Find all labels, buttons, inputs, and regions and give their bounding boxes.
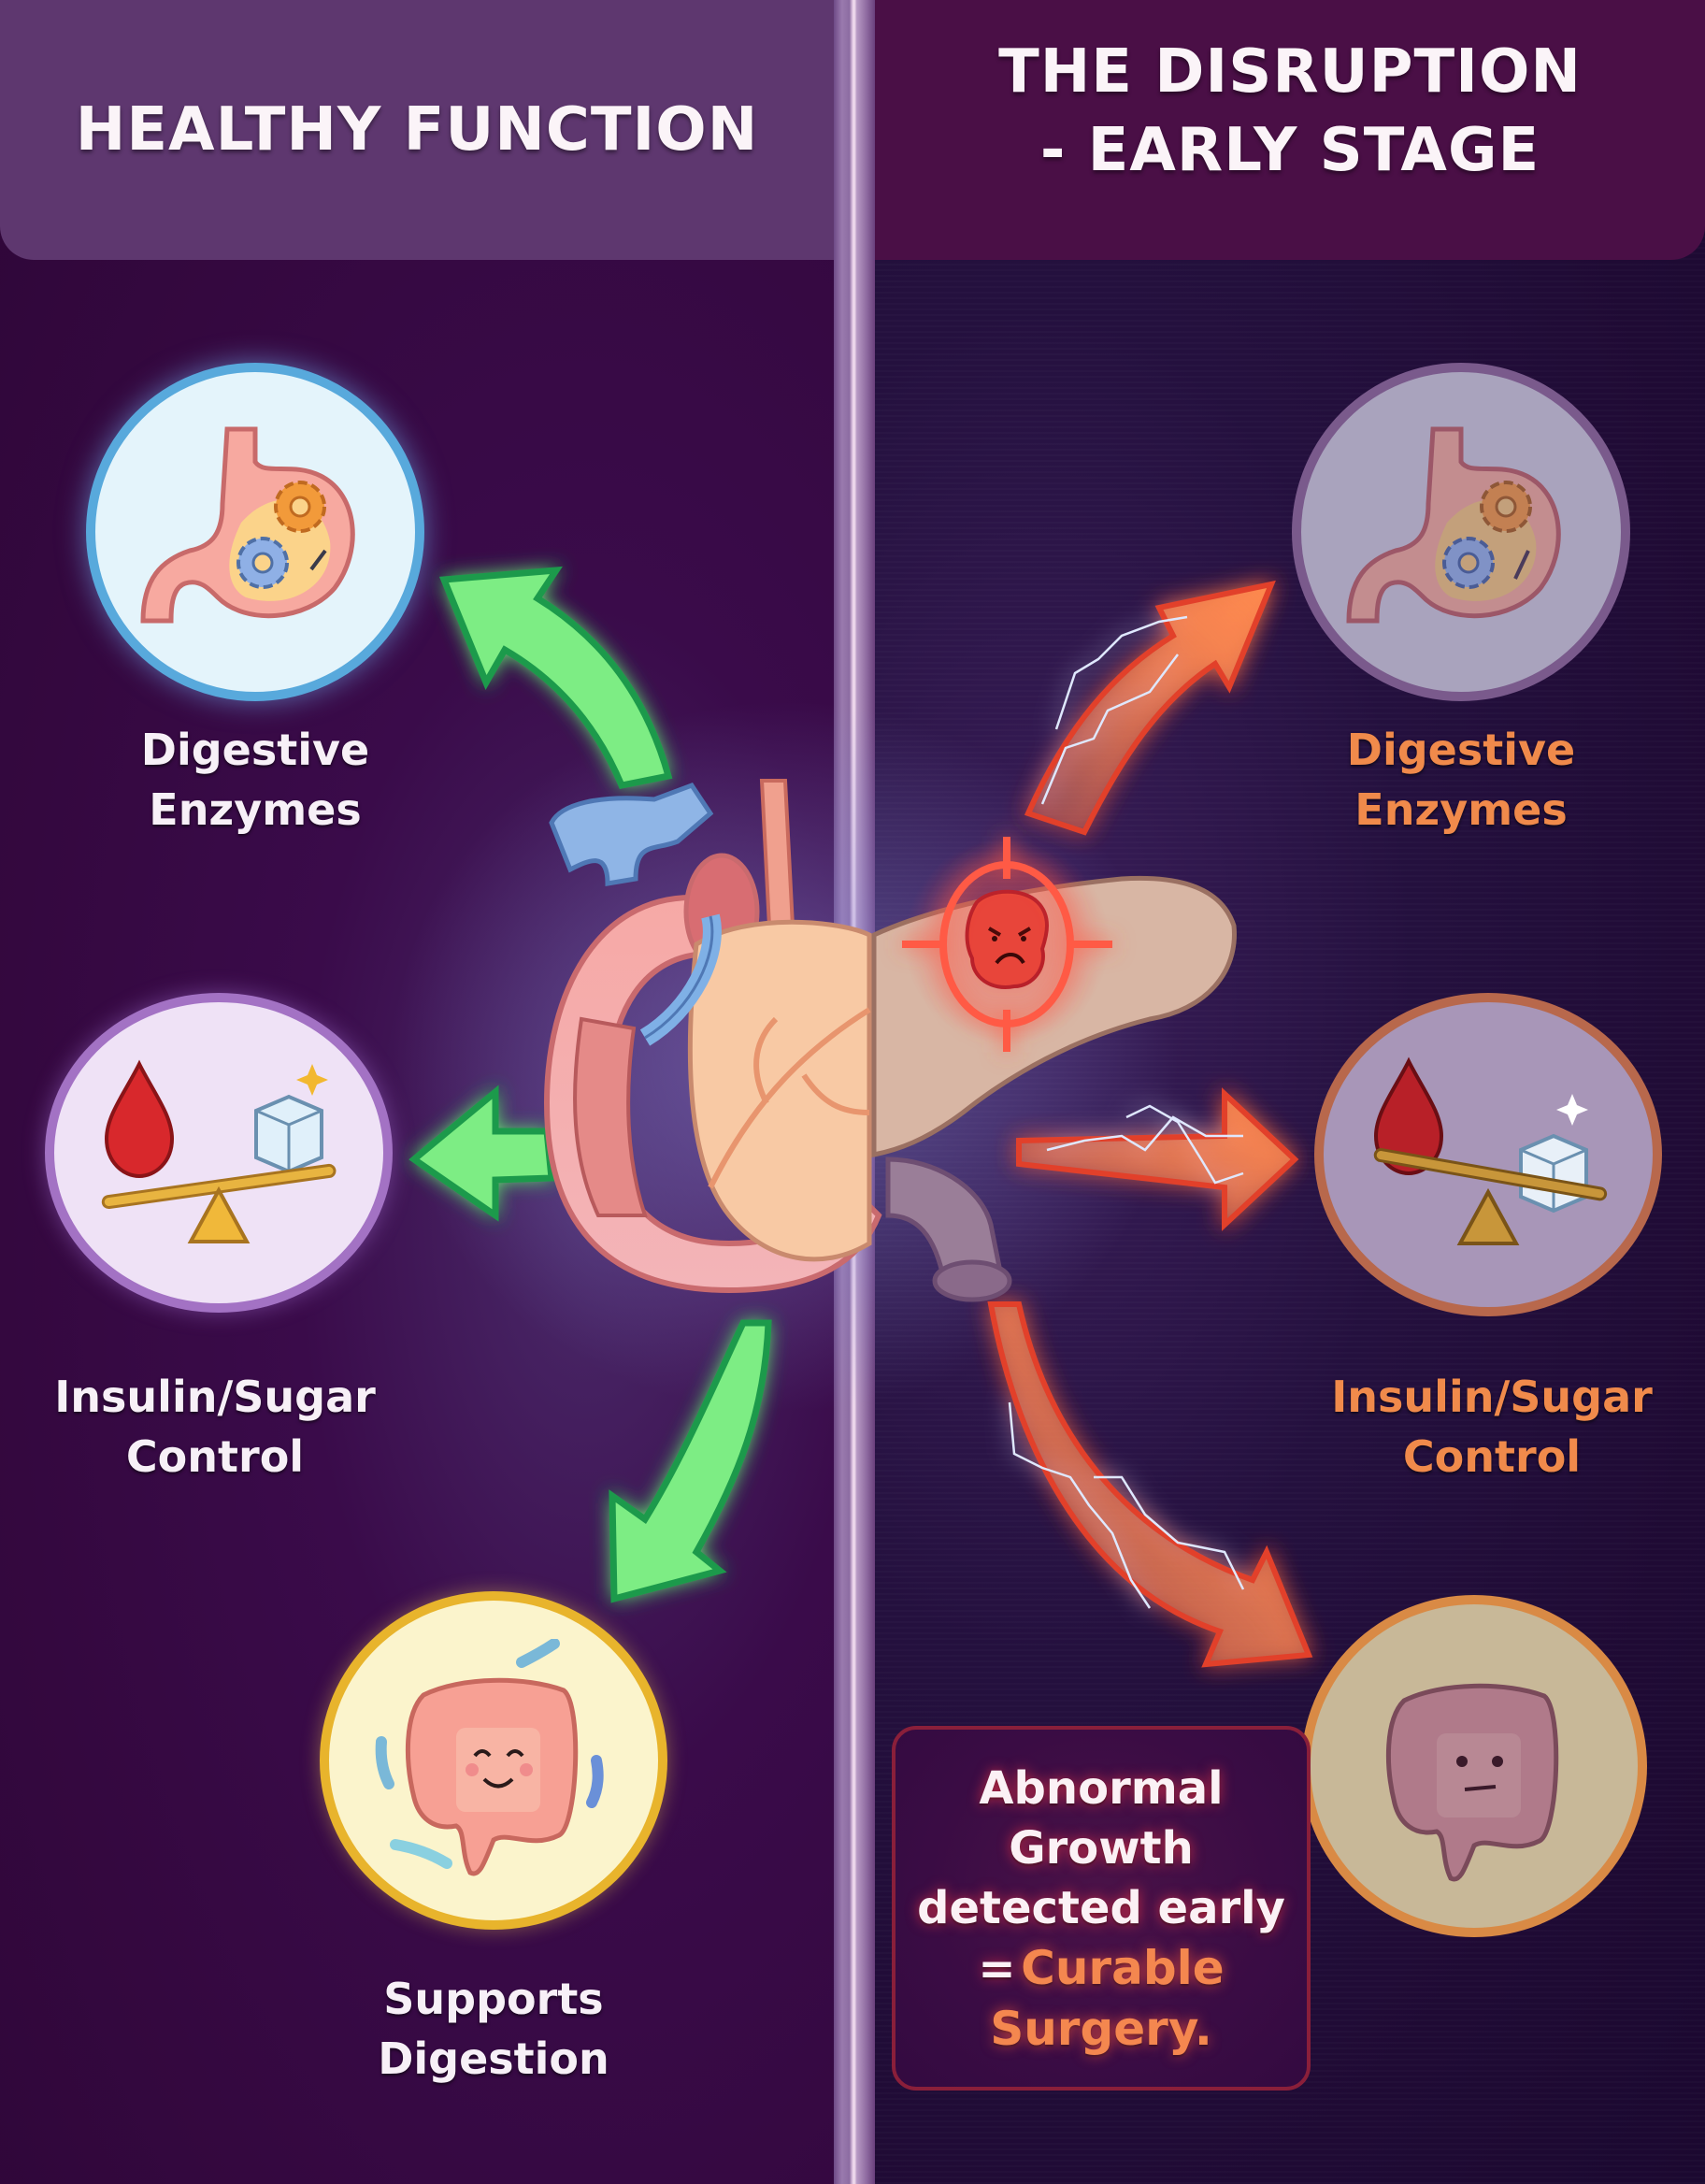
neutral-intestine-icon [1386, 1683, 1559, 1882]
right-title-line-1: THE DISRUPTION [998, 37, 1582, 107]
orange-arrow-down [987, 1301, 1313, 1668]
pancreas-icon [543, 779, 882, 1294]
label-line-1: Digestive [140, 725, 370, 775]
blood-sugar-balance-scale-icon [101, 1059, 337, 1243]
digestion-disrupted-circle [1301, 1595, 1647, 1937]
callout-equals: = [978, 1942, 1016, 1995]
digestive-enzymes-disrupted-label: Digestive Enzymes [1292, 720, 1630, 840]
insulin-sugar-circle [45, 993, 393, 1313]
label-line-1: Insulin/Sugar [54, 1372, 376, 1422]
callout-highlight-2: Surgery. [990, 2001, 1212, 2056]
right-title-line-2: - EARLY STAGE [1039, 116, 1540, 185]
label-line-2: Control [1402, 1431, 1582, 1482]
green-arrow-up [438, 566, 673, 789]
label-line-1: Supports [383, 1974, 604, 2024]
supports-digestion-circle [320, 1591, 667, 1930]
right-header: THE DISRUPTION - EARLY STAGE [875, 0, 1705, 260]
left-title: HEALTHY FUNCTION [75, 95, 759, 165]
insulin-sugar-label: Insulin/Sugar Control [19, 1367, 411, 1487]
happy-intestine-icon [375, 1639, 604, 1876]
digestive-enzymes-circle [86, 363, 424, 701]
left-header: HEALTHY FUNCTION [0, 0, 834, 260]
callout-line-3: detected early [917, 1881, 1285, 1934]
digestive-enzymes-disrupted-circle [1292, 363, 1630, 701]
label-line-2: Enzymes [149, 784, 362, 835]
label-line-2: Control [125, 1431, 305, 1482]
early-detection-callout: Abnormal Growth detected early = Curable… [892, 1726, 1311, 2091]
stomach-with-gears-icon [1346, 426, 1561, 624]
stomach-with-gears-icon [140, 426, 355, 624]
callout-line-2: Growth [1009, 1821, 1194, 1875]
supports-digestion-label: Supports Digestion [320, 1969, 667, 2089]
callout-line-1: Abnormal [979, 1761, 1224, 1815]
orange-arrow-up [1024, 580, 1276, 836]
orange-arrow-right [1016, 1087, 1299, 1231]
digestive-enzymes-label: Digestive Enzymes [86, 720, 424, 840]
label-line-2: Digestion [378, 2033, 609, 2084]
insulin-sugar-disrupted-label: Insulin/Sugar Control [1305, 1367, 1679, 1487]
label-line-1: Digestive [1346, 725, 1576, 775]
label-line-2: Enzymes [1354, 784, 1568, 835]
green-arrow-down [609, 1319, 772, 1603]
callout-highlight-1: Curable [1021, 1940, 1225, 1995]
right-title: THE DISRUPTION - EARLY STAGE [998, 33, 1582, 190]
blood-sugar-balance-scale-icon [1373, 1056, 1608, 1245]
green-arrow-left [408, 1085, 555, 1222]
crosshair-target-icon [902, 837, 1112, 1052]
label-line-1: Insulin/Sugar [1331, 1372, 1653, 1422]
insulin-sugar-disrupted-circle [1314, 993, 1662, 1316]
